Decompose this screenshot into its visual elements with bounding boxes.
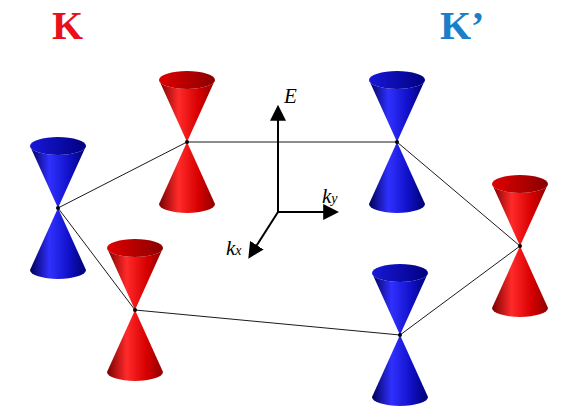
dirac-cone-k xyxy=(492,175,548,317)
dirac-cone-k-prime xyxy=(30,137,86,279)
axis-label: kx xyxy=(226,238,242,259)
dirac-cone-k-prime xyxy=(369,71,425,213)
ky-axis xyxy=(278,211,336,213)
dirac-cone-k xyxy=(159,71,215,213)
valley-label: K xyxy=(52,6,83,46)
kx-axis xyxy=(250,212,278,256)
vertex-dots xyxy=(56,140,522,337)
energy-axis xyxy=(277,108,279,212)
axis-label: E xyxy=(284,86,297,107)
dirac-cone-k-prime xyxy=(372,264,428,406)
dirac-cone-k xyxy=(107,239,163,381)
axis-label: ky xyxy=(322,186,338,207)
valley-label: K’ xyxy=(440,6,484,46)
brillouin-zone-hexagon xyxy=(58,142,520,335)
